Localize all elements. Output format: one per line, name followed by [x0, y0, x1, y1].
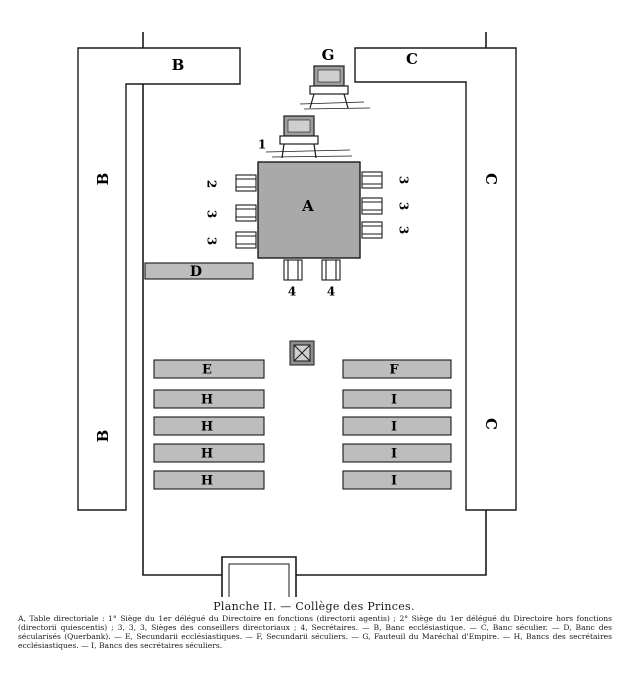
bench-c-label-low: C — [482, 418, 500, 430]
bench-e-label: E — [202, 363, 212, 378]
plate-caption: A, Table directoriale : 1° Siège du 1er … — [18, 614, 612, 650]
bench-i-label-1: I — [391, 393, 397, 408]
bench-b-label-low: B — [94, 430, 112, 443]
bench-f — [342, 359, 452, 379]
chair-left-3 — [235, 231, 257, 249]
bench-i-label-3: I — [391, 447, 397, 462]
bench-i-label-2: I — [391, 420, 397, 435]
bench-f-label: F — [389, 363, 399, 378]
chair-bottom-2 — [321, 259, 341, 281]
stove-symbol — [289, 340, 315, 366]
bench-h-4 — [153, 470, 265, 490]
bench-b-label-top: B — [172, 56, 185, 74]
entrance-door — [221, 556, 297, 597]
bench-d-label: D — [190, 264, 202, 280]
room-outline — [142, 32, 487, 576]
bench-h-3 — [153, 443, 265, 463]
table-a-label: A — [301, 197, 314, 215]
bench-d — [144, 262, 254, 280]
bench-h-label-3: H — [201, 447, 213, 462]
seat-3-right-a: 3 — [397, 176, 411, 184]
armchair-g — [299, 65, 371, 110]
secretary-chairs — [283, 259, 341, 281]
bench-c-label-top: C — [406, 50, 418, 68]
bench-i-3 — [342, 443, 452, 463]
chair-bottom-1 — [283, 259, 303, 281]
bench-i-2 — [342, 416, 452, 436]
college-des-princes-floor-plan: B B B C C C G 1 A 2 3 3 3 3 3 — [77, 32, 517, 597]
bench-c-label-mid: C — [482, 173, 500, 185]
chair-right-3 — [361, 221, 383, 239]
seat-1-chair — [265, 115, 353, 159]
armchair-g-label: G — [322, 46, 335, 64]
seat-4-label-a: 4 — [288, 285, 296, 299]
seat-3-left-b: 3 — [205, 237, 219, 245]
chair-right-2 — [361, 197, 383, 215]
right-chairs — [361, 171, 383, 239]
chair-left-2 — [235, 204, 257, 222]
bench-b-label-mid: B — [94, 173, 112, 186]
chair-left-1 — [235, 174, 257, 192]
bench-i-4 — [342, 470, 452, 490]
bench-h-label-4: H — [201, 474, 213, 489]
bench-i-1 — [342, 389, 452, 409]
bench-i-label-4: I — [391, 474, 397, 489]
seat-3-right-c: 3 — [397, 226, 411, 234]
bench-c — [354, 47, 517, 511]
bench-h-label-2: H — [201, 420, 213, 435]
seat-4-label-b: 4 — [327, 285, 335, 299]
seat-2-label: 2 — [205, 180, 219, 188]
right-benches — [342, 359, 452, 490]
left-benches — [153, 359, 265, 490]
bench-e — [153, 359, 265, 379]
seat-3-right-b: 3 — [397, 202, 411, 210]
plate-title: Planche II. — Collège des Princes. — [213, 600, 415, 613]
bench-b — [77, 47, 241, 511]
bench-h-label-1: H — [201, 393, 213, 408]
left-chairs — [235, 174, 257, 249]
directorial-table-a — [257, 161, 361, 259]
chair-right-1 — [361, 171, 383, 189]
bench-h-2 — [153, 416, 265, 436]
seat-1-label: 1 — [258, 138, 266, 152]
seat-3-left-a: 3 — [205, 210, 219, 218]
bench-h-1 — [153, 389, 265, 409]
